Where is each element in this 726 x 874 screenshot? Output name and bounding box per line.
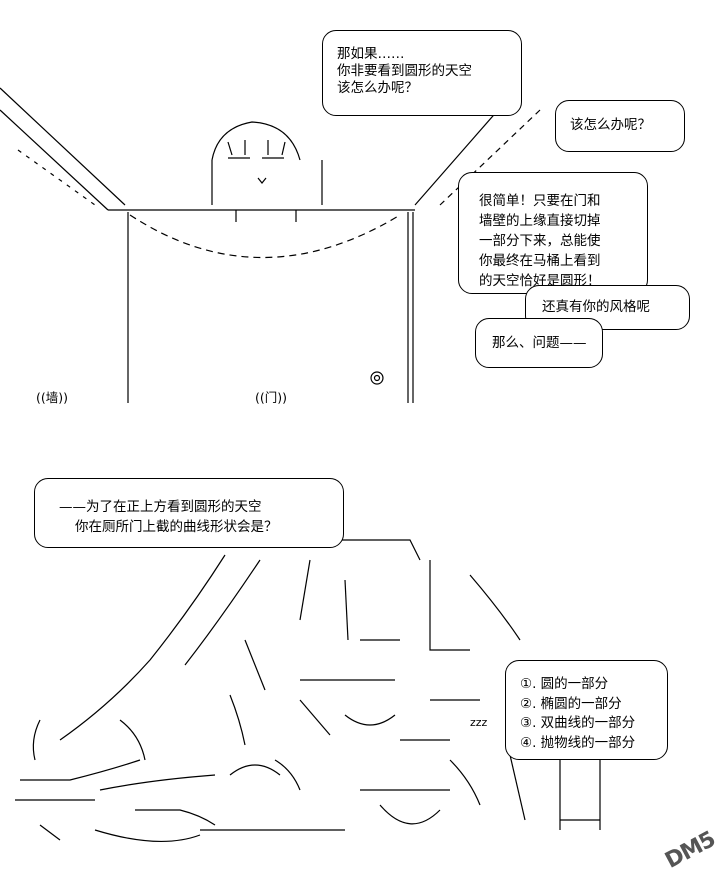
cut-curve [130,215,400,258]
sleep-text: zzz [470,716,488,729]
speech-bubble-what-if: 那如果…… 你非要看到圆形的天空 该怎么办呢？ [322,30,522,116]
door-label: ((门)) [255,390,288,405]
bubble-line: 你在厕所门上截的曲线形状会是？ [75,519,278,535]
bubble-line: 你非要看到圆形的天空 [337,63,472,79]
speech-bubble-how: 该怎么办呢？ [555,100,685,152]
sleeping-figure [15,540,600,841]
bubble-line: 很简单！只要在门和 [479,193,601,209]
bubble-line: 还真有你的风格呢 [542,299,650,315]
choice-3: ③. 双曲线的一部分 [520,715,636,731]
choice-2: ②. 椭圆的一部分 [520,695,622,712]
bubble-line: 该怎么办呢？ [337,80,418,96]
choice-1: ①. 圆的一部分 [520,676,609,692]
bubble-line: 你最终在马桶上看到 [479,253,601,269]
speech-bubble-question-intro: 那么、问题—— [475,318,603,368]
speech-bubble-answer: 很简单！只要在门和 墙壁的上缘直接切掉 一部分下来，总能使 你最终在马桶上看到 … [458,172,648,294]
door-frame [128,212,413,403]
bubble-line: 一部分下来，总能使 [479,233,601,249]
speech-bubble-quiz-question: ——为了在正上方看到圆形的天空 你在厕所门上截的曲线形状会是？ [34,478,344,548]
wall-label: ((墙)) [36,390,69,405]
choice-4: ④. 抛物线的一部分 [520,734,636,751]
bubble-line: 那么、问题—— [492,335,587,351]
bubble-line: 该怎么办呢？ [570,117,651,133]
bubble-line: ——为了在正上方看到圆形的天空 [59,499,262,515]
bubble-line: 那如果…… [337,46,405,62]
door-knob [371,372,383,384]
character-face [212,122,322,222]
bubble-line: 墙壁的上缘直接切掉 [479,213,601,229]
answer-choices-box: ①. 圆的一部分 ②. 椭圆的一部分 ③. 双曲线的一部分 ④. 抛物线的一部分 [505,660,668,760]
